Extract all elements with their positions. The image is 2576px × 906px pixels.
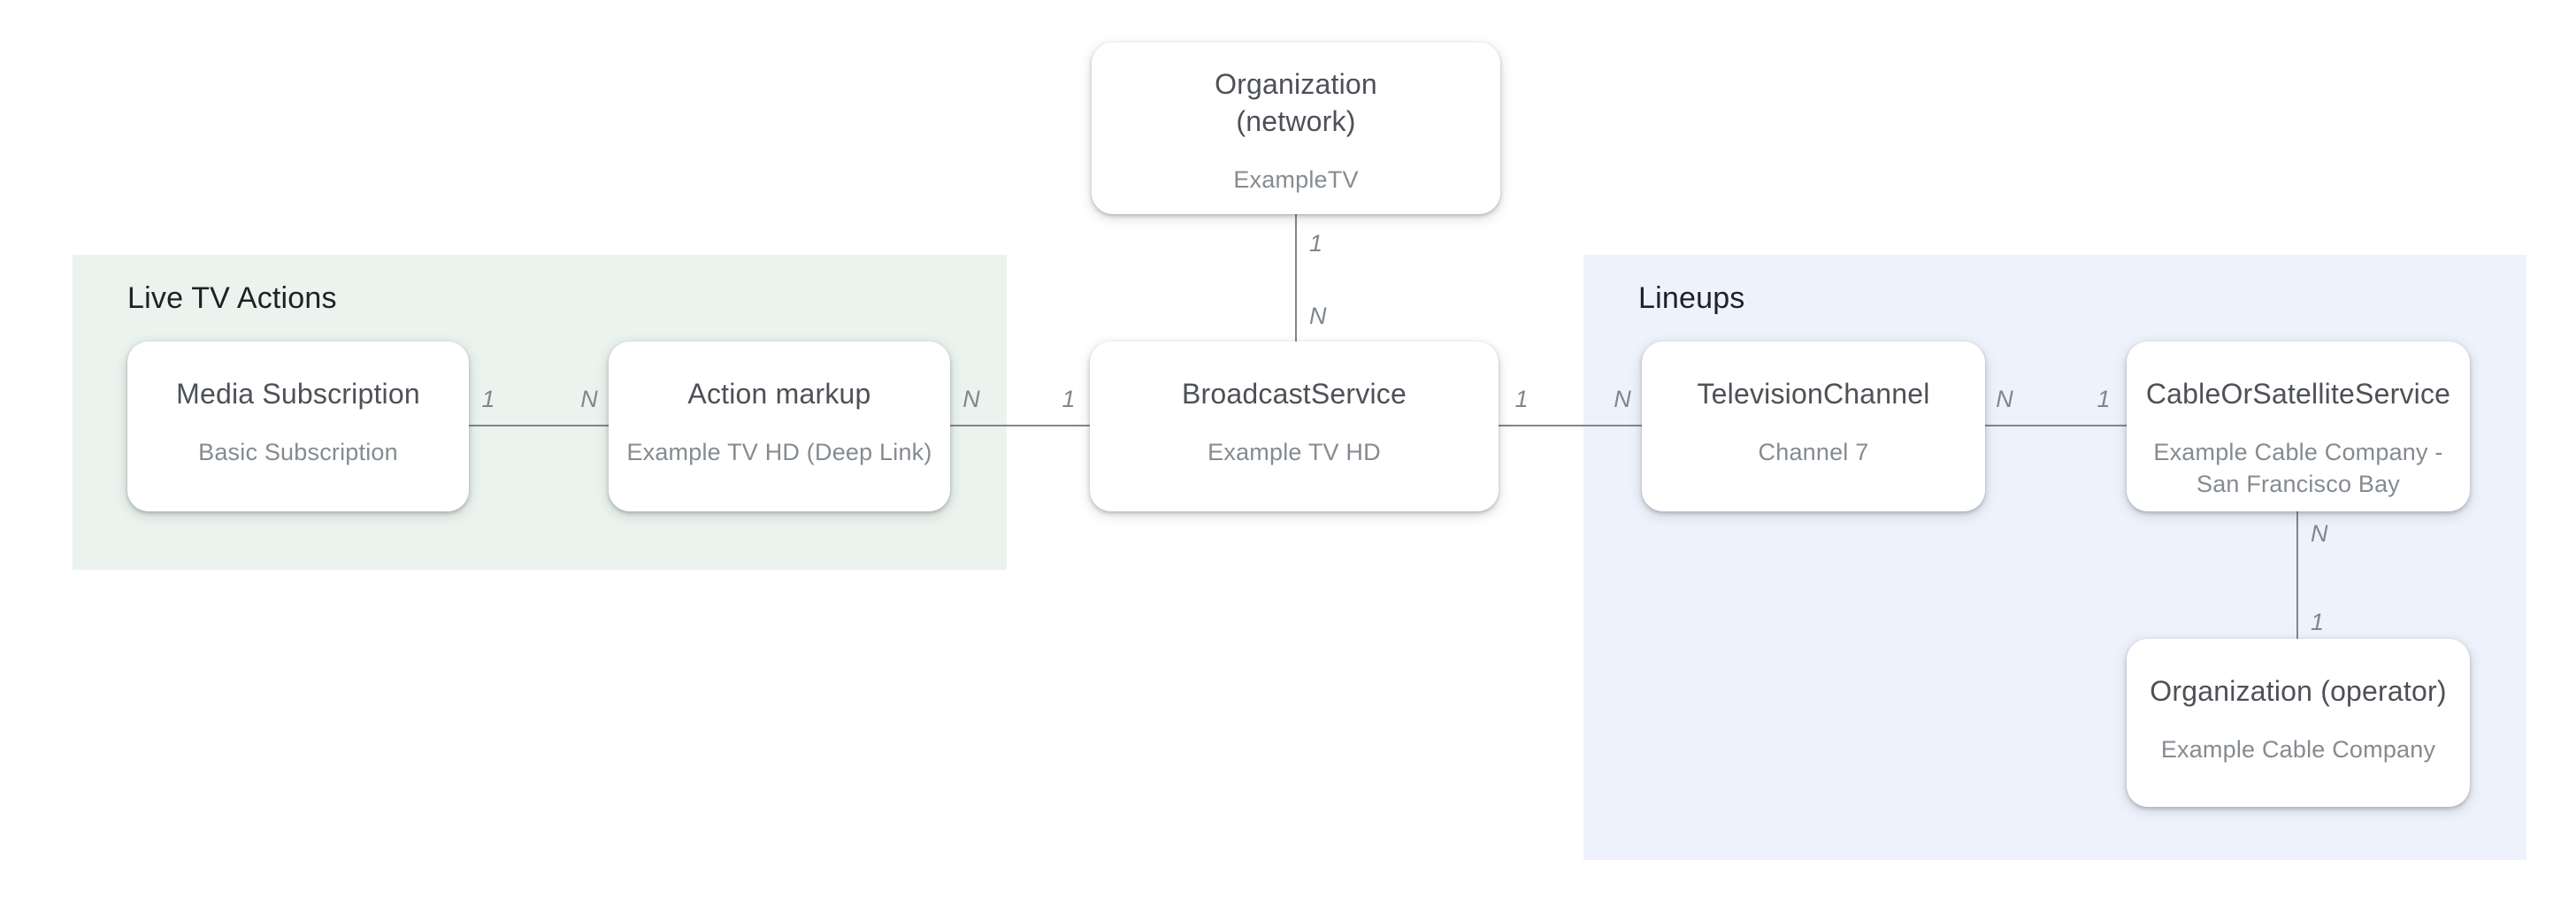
node-cable-or-satellite-service-subtitle: Example Cable Company - San Francisco Ba… <box>2153 439 2443 496</box>
region-live-tv-actions-label: Live TV Actions <box>127 281 337 315</box>
node-organization-operator-title: Organization (operator) <box>2150 678 2447 708</box>
region-lineups-label: Lineups <box>1638 281 1745 315</box>
connector-television-channel-cable-service <box>1985 425 2127 426</box>
node-media-subscription-subtitle: Basic Subscription <box>198 439 398 465</box>
node-media-subscription-title: Media Subscription <box>176 380 420 411</box>
cardinality-label: 1 <box>2097 386 2111 412</box>
cardinality-label: 1 <box>1062 386 1076 412</box>
node-television-channel-title: TelevisionChannel <box>1697 380 1930 411</box>
cardinality-label: 1 <box>1514 386 1529 412</box>
node-broadcast-service-title: BroadcastService <box>1182 380 1407 411</box>
node-television-channel: TelevisionChannel Channel 7 <box>1642 342 1985 511</box>
node-action-markup: Action markup Example TV HD (Deep Link) <box>609 342 950 511</box>
cardinality-label: N <box>1996 386 2013 412</box>
node-broadcast-service-subtitle: Example TV HD <box>1208 439 1381 465</box>
connector-media-subscription-action-markup <box>469 425 609 426</box>
node-action-markup-subtitle: Example TV HD (Deep Link) <box>626 439 932 465</box>
cardinality-label: 1 <box>481 386 495 412</box>
cardinality-label: N <box>1309 303 1327 329</box>
node-organization-network-title: Organization (network) <box>1215 71 1377 138</box>
cardinality-label: N <box>2311 520 2328 547</box>
connector-broadcast-service-television-channel <box>1499 425 1642 426</box>
node-organization-network: Organization (network) ExampleTV <box>1092 42 1500 214</box>
cardinality-label: N <box>1614 386 1631 412</box>
node-organization-network-subtitle: ExampleTV <box>1233 166 1359 193</box>
node-television-channel-subtitle: Channel 7 <box>1758 439 1869 465</box>
node-organization-operator-subtitle: Example Cable Company <box>2160 736 2436 763</box>
cardinality-label: 1 <box>1309 230 1323 257</box>
connector-cable-service-org-operator <box>2296 511 2298 639</box>
node-cable-or-satellite-service: CableOrSatelliteService Example Cable Co… <box>2127 342 2470 511</box>
cardinality-label: N <box>962 386 980 412</box>
node-media-subscription: Media Subscription Basic Subscription <box>127 342 469 511</box>
cardinality-label: N <box>580 386 598 412</box>
node-cable-or-satellite-service-title: CableOrSatelliteService <box>2145 380 2451 411</box>
connector-org-network-broadcast-service <box>1295 214 1297 342</box>
node-broadcast-service: BroadcastService Example TV HD <box>1090 342 1499 511</box>
node-action-markup-title: Action markup <box>687 380 871 411</box>
node-organization-operator: Organization (operator) Example Cable Co… <box>2127 639 2470 807</box>
cardinality-label: 1 <box>2311 609 2325 635</box>
connector-action-markup-broadcast-service <box>950 425 1090 426</box>
